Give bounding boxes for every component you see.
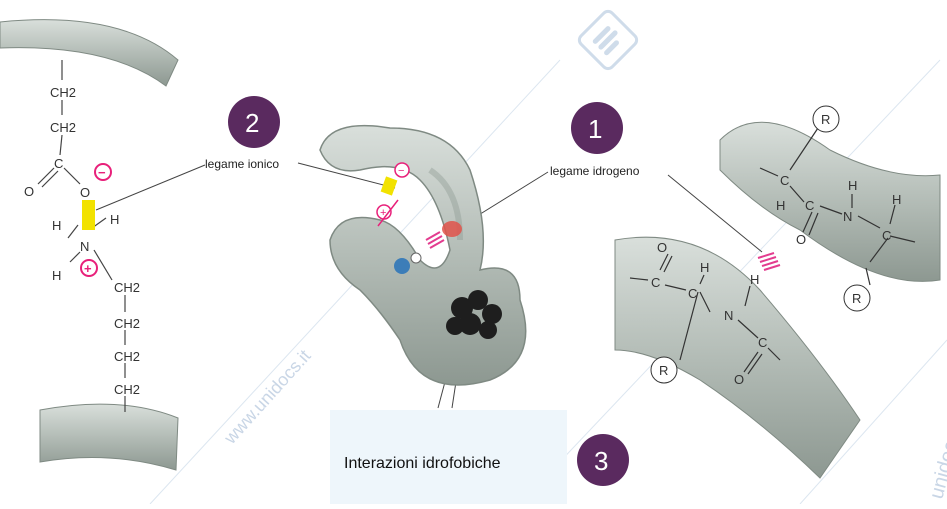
- hydrogen-bond-dashes: [758, 253, 780, 270]
- svg-text:1: 1: [588, 114, 602, 144]
- right-atom-c4: C: [651, 275, 660, 290]
- right-atom-o3: O: [734, 372, 744, 387]
- right-atom-h2: H: [848, 178, 857, 193]
- right-atom-n2: N: [724, 308, 733, 323]
- left-carboxyl-c: C: [54, 156, 63, 171]
- left-ch2-3: CH2: [114, 280, 140, 295]
- svg-text:R: R: [821, 112, 830, 127]
- right-atom-h5: H: [750, 272, 759, 287]
- left-ch2-5: CH2: [114, 349, 140, 364]
- svg-text:2: 2: [245, 108, 259, 138]
- left-chain-bonds: [38, 60, 125, 412]
- left-amine-h-1: H: [52, 218, 61, 233]
- left-ch2-1: CH2: [50, 85, 76, 100]
- right-atom-h4: H: [700, 260, 709, 275]
- hydrophobic-label: Interazioni idrofobiche: [344, 455, 501, 473]
- backbone-right-bottom: [615, 237, 860, 478]
- r-group-3: R: [651, 357, 677, 383]
- left-ch2-6: CH2: [114, 382, 140, 397]
- ionic-bond-yellow: [82, 200, 95, 230]
- right-atom-c5: C: [688, 286, 697, 301]
- right-atom-h1: H: [776, 198, 785, 213]
- badge-1: 1: [571, 102, 623, 154]
- ionic-bond-label: legame ionico: [205, 157, 279, 171]
- backbone-top-left: [0, 20, 178, 86]
- svg-text:3: 3: [594, 446, 608, 476]
- svg-text:R: R: [852, 291, 861, 306]
- watermark-text: www.unidocs.it: [219, 346, 314, 449]
- left-carboxyl-o-double: O: [24, 184, 34, 199]
- r-group-2: R: [844, 285, 870, 311]
- folded-protein: − +: [320, 126, 526, 385]
- svg-text:+: +: [84, 261, 92, 276]
- right-atom-c6: C: [758, 335, 767, 350]
- left-carboxyl-o: O: [80, 185, 90, 200]
- right-atom-n1: N: [843, 209, 852, 224]
- badge-3: 3: [577, 434, 629, 486]
- left-ch2-4: CH2: [114, 316, 140, 331]
- left-amine-n: N: [80, 239, 89, 254]
- right-atom-o2: O: [657, 240, 667, 255]
- badge-2: 2: [228, 96, 280, 148]
- r-group-1: R: [813, 106, 839, 132]
- right-atom-c3: C: [882, 228, 891, 243]
- left-amine-h-3: H: [52, 268, 61, 283]
- right-atom-c2: C: [805, 198, 814, 213]
- backbone-bottom-left: [40, 404, 178, 470]
- right-atom-c1: C: [780, 173, 789, 188]
- svg-text:−: −: [398, 165, 404, 177]
- svg-text:R: R: [659, 363, 668, 378]
- watermark-logo-icon: [577, 9, 639, 71]
- svg-text:−: −: [98, 165, 106, 180]
- right-atom-h3: H: [892, 192, 901, 207]
- positive-charge-icon: +: [81, 260, 97, 276]
- left-ch2-2: CH2: [50, 120, 76, 135]
- hydrogen-bond-label: legame idrogeno: [550, 164, 640, 178]
- right-atom-o1: O: [796, 232, 806, 247]
- negative-charge-icon: −: [95, 164, 111, 180]
- left-amine-h-2: H: [110, 212, 119, 227]
